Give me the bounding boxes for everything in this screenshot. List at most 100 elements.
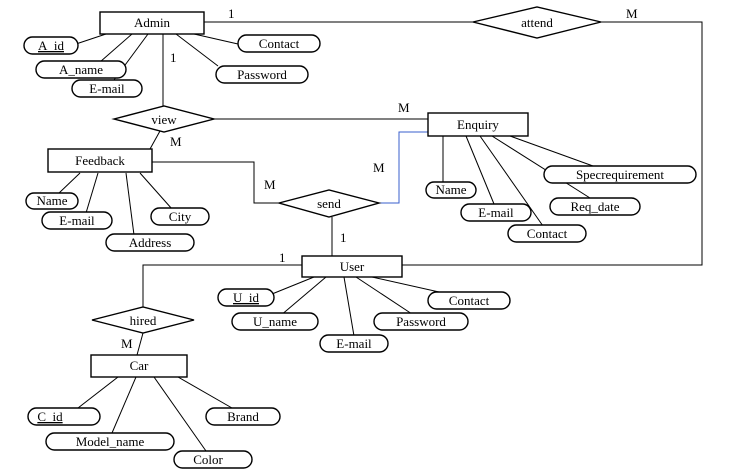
attribute-feedback-address: Address: [105, 233, 195, 252]
attribute-enquiry-specrequirement-label: Specrequirement: [576, 167, 664, 182]
cardinality-feedback-send: M: [264, 177, 276, 192]
line-user-email: [343, 276, 355, 337]
attribute-user-contact-label: Contact: [449, 293, 490, 308]
line-feedback-address: [125, 172, 135, 236]
line-admin-a_name: [99, 33, 133, 63]
entity-enquiry-label: Enquiry: [457, 117, 499, 132]
attribute-car-model_name: Model_name: [45, 432, 175, 451]
entity-car: Car: [90, 354, 188, 378]
attribute-user-password: Password: [373, 312, 469, 331]
line-feedback-name: [57, 172, 81, 195]
line-view-feedback: [149, 130, 161, 150]
entity-user: User: [301, 255, 403, 278]
attribute-feedback-city: City: [150, 207, 210, 226]
relationship-send: send: [276, 189, 382, 218]
attribute-feedback-email-label: E-mail: [59, 213, 95, 228]
attribute-admin-password-label: Password: [237, 67, 287, 82]
entity-enquiry: Enquiry: [427, 112, 529, 137]
attribute-feedback-name-label: Name: [36, 193, 67, 208]
line-car-c_id: [77, 376, 119, 409]
line-feedback-city: [139, 172, 173, 210]
attribute-car-brand-label: Brand: [227, 409, 259, 424]
line-send-enquiry: [379, 131, 428, 204]
attribute-admin-a_id: A_id: [23, 36, 79, 55]
entity-admin-label: Admin: [134, 15, 171, 30]
cardinality-send-enquiry: M: [373, 160, 385, 175]
entity-user-label: User: [340, 259, 365, 274]
attribute-user-email: E-mail: [319, 334, 389, 353]
entity-feedback-label: Feedback: [75, 153, 125, 168]
cardinality-admin-view: 1: [170, 50, 177, 65]
cardinality-view-enquiry: M: [398, 100, 410, 115]
cardinality-view-feedback: M: [170, 134, 182, 149]
line-enquiry-contact: [479, 135, 544, 227]
attribute-car-color: Color: [173, 450, 253, 469]
attribute-feedback-email: E-mail: [41, 211, 113, 230]
attribute-enquiry-name: Name: [425, 181, 477, 199]
line-feedback-send: [152, 161, 279, 204]
line-car-color: [153, 376, 207, 452]
entity-feedback: Feedback: [47, 148, 153, 173]
connector-lines: [57, 21, 703, 452]
cardinality-admin-attend: 1: [228, 6, 235, 21]
attribute-admin-password: Password: [215, 65, 309, 84]
attribute-user-u_id-label: U_id: [233, 290, 260, 305]
attribute-user-u_id: U_id: [217, 288, 275, 307]
attribute-enquiry-email: E-mail: [460, 203, 532, 222]
attribute-car-c_id-label: C_id: [37, 409, 63, 424]
attribute-enquiry-specrequirement: Specrequirement: [543, 165, 697, 184]
attribute-admin-contact: Contact: [237, 34, 321, 53]
attribute-feedback-address-label: Address: [129, 235, 172, 250]
relationship-send-label: send: [317, 196, 341, 211]
attribute-enquiry-name-label: Name: [435, 182, 466, 197]
line-enquiry-email: [465, 135, 495, 205]
cardinality-attend-user: M: [626, 6, 638, 21]
relationship-hired: hired: [91, 306, 195, 334]
line-user-u_id: [271, 276, 315, 295]
attribute-user-contact: Contact: [427, 291, 511, 310]
relationship-attend-label: attend: [521, 15, 553, 30]
attribute-user-u_name-label: U_name: [253, 314, 297, 329]
attribute-car-color-label: Color: [193, 452, 223, 467]
relationship-view: view: [111, 105, 217, 133]
relationship-view-label: view: [151, 112, 177, 127]
entity-admin: Admin: [99, 11, 205, 35]
attribute-enquiry-req_date-label: Req_date: [570, 199, 619, 214]
attribute-enquiry-req_date: Req_date: [549, 197, 641, 216]
attribute-user-email-label: E-mail: [336, 336, 372, 351]
line-attend-user: [402, 21, 703, 266]
attribute-admin-a_name: A_name: [35, 60, 127, 79]
attribute-admin-contact-label: Contact: [259, 36, 300, 51]
line-car-model_name: [111, 376, 137, 434]
attribute-feedback-city-label: City: [169, 209, 192, 224]
line-user-hired: [142, 264, 302, 307]
line-enquiry-req_date: [491, 135, 591, 199]
relationship-hired-label: hired: [130, 313, 157, 328]
attribute-user-u_name: U_name: [231, 312, 319, 331]
line-car-brand: [177, 376, 233, 409]
cardinality-user-hired: 1: [279, 250, 286, 265]
line-admin-password: [175, 33, 219, 67]
line-feedback-email: [85, 172, 99, 214]
attribute-admin-a_id-label: A_id: [38, 38, 65, 53]
relationship-attend: attend: [472, 6, 602, 39]
attribute-car-model_name-label: Model_name: [76, 434, 145, 449]
attribute-car-brand: Brand: [205, 407, 281, 426]
attribute-enquiry-contact: Contact: [507, 224, 587, 243]
attribute-enquiry-contact-label: Contact: [527, 226, 568, 241]
line-user-u_name: [279, 276, 327, 317]
entity-car-label: Car: [130, 358, 149, 373]
attribute-admin-a_name-label: A_name: [59, 62, 103, 77]
attribute-admin-email: E-mail: [71, 79, 143, 98]
line-user-contact: [371, 276, 449, 295]
line-hired-car: [136, 332, 144, 356]
attribute-feedback-name: Name: [25, 192, 79, 210]
line-admin-contact: [193, 33, 239, 45]
attribute-user-password-label: Password: [396, 314, 446, 329]
cardinality-labels: 1 M 1 M M M M 1 1 M: [121, 6, 638, 351]
cardinality-send-user: 1: [340, 230, 347, 245]
line-enquiry-specrequirement: [509, 135, 594, 167]
cardinality-hired-car: M: [121, 336, 133, 351]
attribute-admin-email-label: E-mail: [89, 81, 125, 96]
